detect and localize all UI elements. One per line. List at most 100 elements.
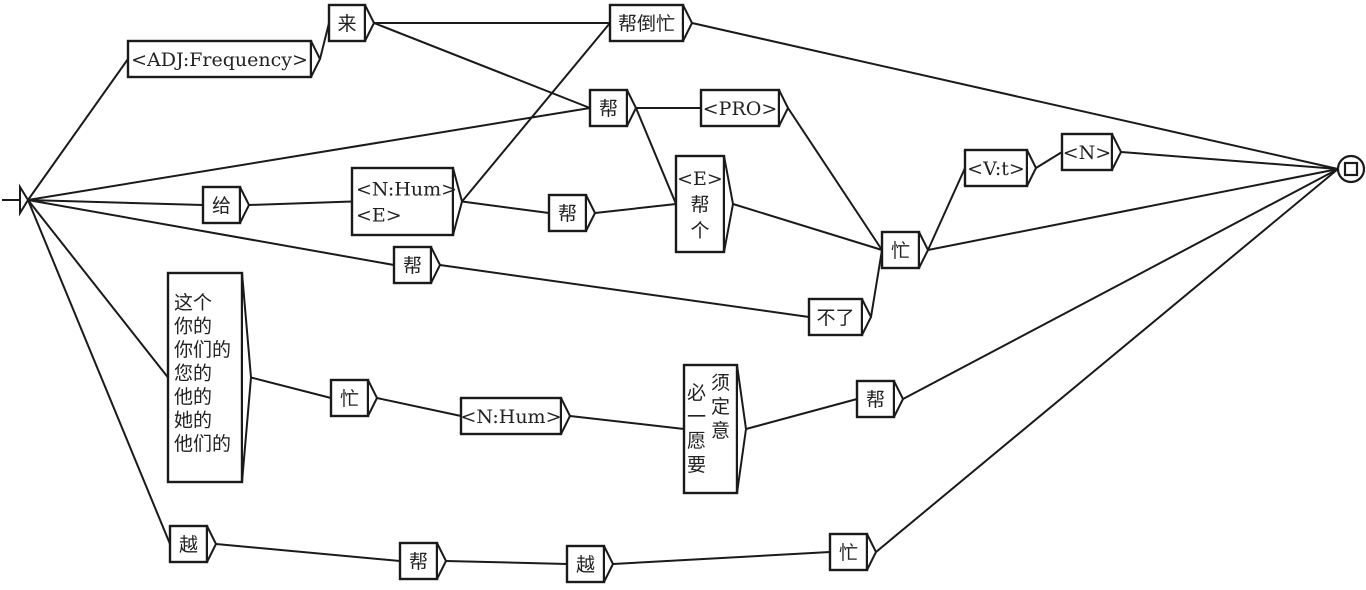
node-bang4[interactable]: 帮 — [855, 379, 905, 419]
node-output-arrow-icon — [626, 89, 638, 127]
edge-pron-to-mang2 — [250, 376, 332, 399]
edge-bang3-to-buliao — [439, 264, 810, 318]
node-n[interactable]: <N> — [1060, 132, 1123, 172]
node-box — [1060, 132, 1114, 172]
node-label: 须 — [711, 372, 730, 394]
node-label: 他的 — [174, 386, 212, 408]
node-box — [855, 379, 896, 419]
edge-ebangge-to-mang1 — [732, 203, 883, 251]
node-output-arrow-icon — [585, 194, 597, 232]
node-box — [880, 230, 921, 270]
edge-start-to-gei — [27, 199, 204, 206]
edge-vt-to-n — [1035, 151, 1063, 169]
node-label: 忙 — [839, 542, 858, 564]
node-label: 必 — [687, 382, 706, 404]
node-bang3[interactable]: 帮 — [392, 245, 442, 285]
node-label: 这个 — [174, 292, 212, 314]
node-box — [168, 524, 209, 564]
node-label: 给 — [212, 195, 231, 217]
node-label: 她的 — [174, 410, 212, 432]
node-output-arrow-icon — [430, 246, 442, 284]
edge-bang2-to-ebangge — [594, 203, 677, 214]
edge-mang1-to-vt — [927, 167, 966, 251]
node-label: <V:t> — [967, 158, 1025, 180]
edge-lai-to-bang1 — [373, 22, 591, 109]
node-label: 来 — [337, 13, 356, 35]
node-output-arrow-icon — [603, 545, 615, 583]
edge-bang4-to-end — [902, 168, 1339, 400]
node-label: 要 — [687, 454, 706, 476]
node-label: <PRO> — [703, 98, 778, 120]
node-box — [459, 396, 563, 436]
node-box — [329, 378, 370, 418]
edge-start-to-pron — [27, 199, 169, 379]
edge-buliao-to-mang1 — [870, 249, 883, 318]
node-output-arrow-icon — [239, 186, 251, 224]
node-label: 他们的 — [174, 433, 231, 455]
edge-start-to-bang1 — [27, 107, 591, 201]
node-gei[interactable]: 给 — [201, 185, 251, 225]
node-label: 帮 — [690, 194, 709, 216]
node-bangdaomang[interactable]: 帮倒忙 — [608, 3, 694, 43]
node-label: 个 — [690, 220, 709, 242]
node-output-arrow-icon — [241, 272, 253, 483]
node-label: 帮 — [409, 551, 428, 573]
final-state-icon — [1336, 154, 1366, 184]
node-bang5[interactable]: 帮 — [398, 541, 448, 581]
node-output-arrow-icon — [682, 4, 694, 42]
edge-start-to-bang3 — [27, 199, 395, 266]
node-label: 你的 — [174, 316, 212, 338]
node-box — [166, 271, 244, 484]
node-mang3[interactable]: 忙 — [828, 532, 878, 572]
node-output-arrow-icon — [452, 167, 464, 236]
node-label: 帮 — [403, 255, 422, 277]
node-output-arrow-icon — [364, 4, 376, 42]
edge-yue1-to-bang5 — [215, 543, 401, 562]
edge-yue2-to-mang3 — [612, 551, 831, 565]
node-bang1[interactable]: 帮 — [588, 88, 638, 128]
node-label: 愿 — [687, 430, 706, 452]
node-mang2[interactable]: 忙 — [329, 378, 379, 418]
start-state-icon — [2, 183, 30, 217]
node-pro[interactable]: <PRO> — [699, 88, 790, 128]
node-label: <N:Hum> — [356, 179, 457, 201]
node-adj[interactable]: <ADJ:Frequency> — [126, 39, 322, 79]
node-label: 越 — [179, 534, 198, 556]
node-label: 帮 — [558, 203, 577, 225]
node-output-arrow-icon — [778, 89, 790, 127]
node-output-arrow-icon — [723, 155, 735, 253]
node-label: 帮 — [866, 389, 885, 411]
node-output-arrow-icon — [866, 533, 878, 571]
node-label: 帮倒忙 — [618, 13, 675, 35]
terminals-layer — [2, 154, 1366, 217]
edge-pro-to-mang1 — [787, 107, 883, 251]
node-yue2[interactable]: 越 — [565, 544, 615, 584]
node-label: 帮 — [599, 98, 618, 120]
node-label: 一 — [687, 406, 706, 428]
node-nhum1[interactable]: <N:Hum><E> — [350, 166, 464, 237]
edges-layer — [27, 22, 1339, 565]
nodes-layer: <ADJ:Frequency>来帮倒忙帮<PRO>给<N:Hum><E>帮<E>… — [126, 3, 1123, 584]
edge-mang3-to-end — [875, 168, 1339, 553]
node-label: 越 — [576, 554, 595, 576]
node-vt[interactable]: <V:t> — [963, 148, 1038, 188]
node-label: <E> — [677, 168, 723, 190]
node-output-arrow-icon — [367, 379, 379, 417]
node-nhum2[interactable]: <N:Hum> — [459, 396, 572, 436]
node-label: 不了 — [816, 307, 854, 329]
node-lai[interactable]: 来 — [327, 3, 376, 43]
node-label: 忙 — [340, 388, 359, 410]
node-output-arrow-icon — [1026, 149, 1038, 187]
node-output-arrow-icon — [893, 380, 905, 418]
node-ebangge[interactable]: <E> 帮个 — [674, 154, 735, 254]
node-mang1[interactable]: 忙 — [880, 230, 930, 270]
node-bang2[interactable]: 帮 — [547, 193, 597, 233]
edge-mang2-to-nhum2 — [376, 397, 462, 417]
node-label: 忙 — [891, 240, 910, 262]
edge-gei-to-nhum1 — [248, 200, 353, 206]
node-yue1[interactable]: 越 — [168, 524, 218, 564]
node-buliao[interactable]: 不了 — [807, 297, 873, 337]
